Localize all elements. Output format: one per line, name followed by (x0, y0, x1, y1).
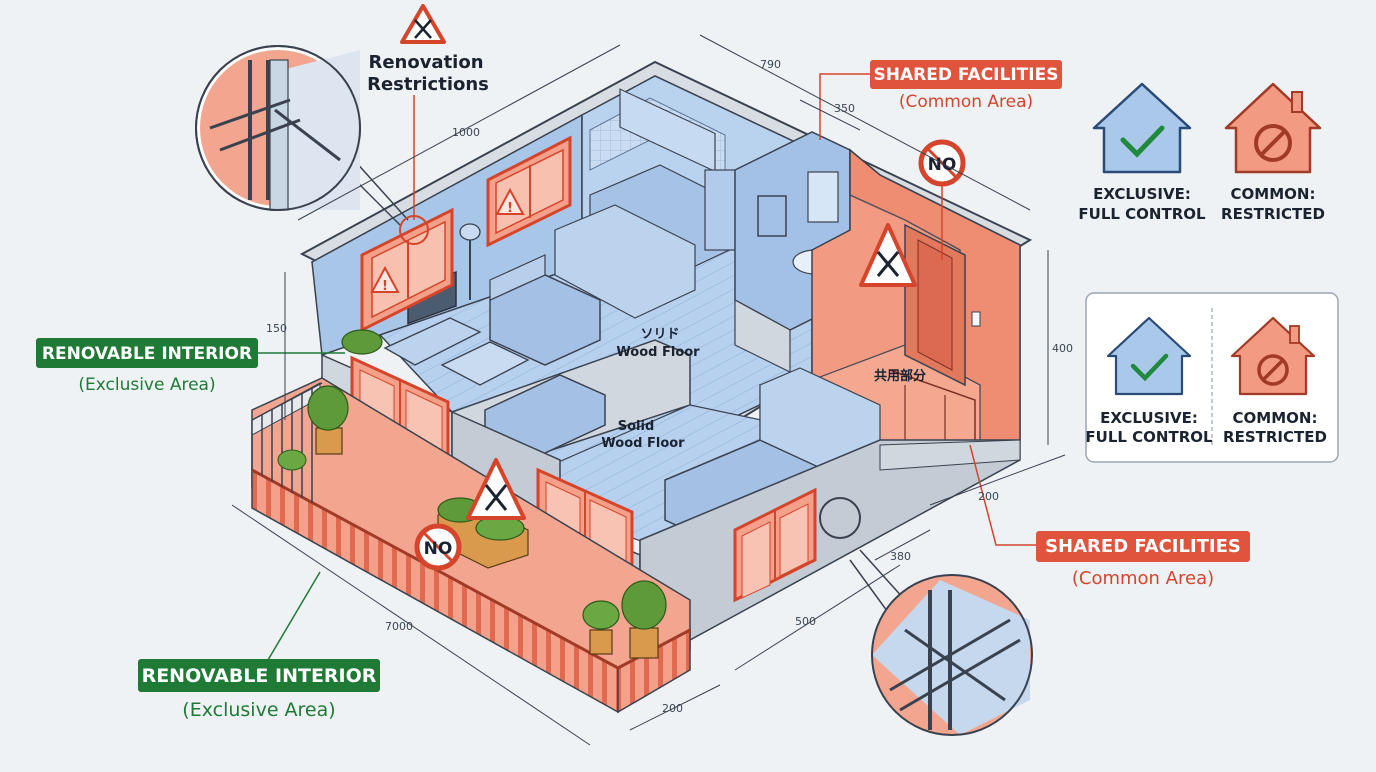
legend-box: EXCLUSIVE: FULL CONTROL COMMON: RESTRICT… (1085, 292, 1339, 463)
entry-door-panel (917, 239, 953, 371)
floor-label-top: Wood Floor (616, 345, 700, 360)
tool-warning-sign-common (859, 223, 917, 287)
fridge (704, 169, 741, 251)
dimension-lines (231, 34, 1066, 746)
sofa-back (489, 254, 546, 301)
renovable-interior-bottom-tag: RENOVABLE INTERIOR (138, 659, 380, 692)
legend-top-exclusive-1: EXCLUSIVE: (1093, 185, 1191, 203)
legend-box-common-icon (1230, 316, 1316, 396)
floor-label-jp: ソリド (640, 327, 679, 342)
floor-label-bottom-2: Wood Floor (601, 436, 685, 451)
legend-box-exclusive-1: EXCLUSIVE: (1100, 409, 1198, 427)
tool-warning-sign-balcony (466, 458, 526, 520)
rebar-detail-top-left (195, 45, 429, 245)
dim-790: 790 (760, 58, 781, 71)
svg-text:NO: NO (424, 539, 453, 559)
dim-350: 350 (834, 102, 855, 115)
leader-shared-top (819, 73, 870, 140)
svg-text:RENOVABLE INTERIOR: RENOVABLE INTERIOR (142, 665, 377, 687)
warning-sign-window-2 (495, 187, 525, 215)
legend-top-common-2: RESTRICTED (1221, 205, 1325, 223)
potted-plant-balcony (582, 600, 620, 655)
renovable-interior-bottom-sub: (Exclusive Area) (182, 699, 335, 721)
leader-shared-bottom (969, 444, 1036, 546)
renovation-restrictions-title-2: Restrictions (367, 74, 489, 95)
shared-facilities-top-sub: (Common Area) (899, 92, 1033, 112)
dim-400: 400 (1052, 342, 1073, 355)
potted-plant-left (307, 385, 349, 455)
leader-renovable-bottom (267, 571, 321, 661)
warning-sign-window-1 (370, 265, 400, 293)
dim-380: 380 (890, 550, 911, 563)
potted-plant-front (621, 580, 667, 659)
towel-rack (757, 195, 787, 237)
floor-label-bottom-1: Solid (618, 419, 655, 434)
kitchen-island (554, 204, 696, 319)
bedroom-window (733, 487, 817, 603)
common-area-label-jp: 共用部分 (874, 368, 926, 384)
window-back-left (360, 207, 454, 333)
svg-text:!: ! (382, 279, 388, 294)
tool-warning-sign-header (400, 4, 446, 44)
shared-facilities-bottom-tag: SHARED FACILITIES (1036, 531, 1250, 562)
front-wall-common (879, 439, 1021, 471)
shared-facilities-top-tag: SHARED FACILITIES (870, 60, 1062, 89)
light-switch (971, 311, 981, 327)
svg-text:!: ! (507, 201, 513, 216)
renovation-restrictions-title-1: Renovation (368, 52, 483, 73)
dim-500: 500 (795, 615, 816, 628)
svg-text:SHARED FACILITIES: SHARED FACILITIES (1045, 536, 1241, 557)
apartment-model: ! ! (251, 60, 1033, 714)
bathroom-mirror (807, 171, 839, 223)
legend-box-common-1: COMMON: (1233, 409, 1318, 427)
exclusive-house-check-icon (1092, 82, 1192, 174)
small-plant-rail (277, 449, 307, 471)
svg-text:RENOVABLE INTERIOR: RENOVABLE INTERIOR (42, 344, 252, 364)
dim-200-right: 200 (978, 490, 999, 503)
kitchen-upper-cabinets (619, 88, 716, 173)
renovable-interior-left-tag: RENOVABLE INTERIOR (36, 338, 258, 368)
legend-box-exclusive-icon (1106, 316, 1192, 396)
legend-box-common-2: RESTRICTED (1223, 428, 1327, 446)
legend-top-common-1: COMMON: (1231, 185, 1316, 203)
shared-facilities-bottom-sub: (Common Area) (1072, 568, 1214, 589)
common-house-prohibited-icon (1224, 82, 1322, 174)
dim-150: 150 (266, 322, 287, 335)
tv-stand (383, 317, 482, 366)
legend-box-exclusive-2: FULL CONTROL (1085, 428, 1213, 446)
dim-200-bottom: 200 (662, 702, 683, 715)
rebar-detail-bottom-right (819, 497, 1033, 736)
dim-1000: 1000 (452, 126, 480, 139)
dim-7000: 7000 (385, 620, 413, 633)
no-sign-bottom: NO (414, 523, 462, 571)
balcony-rail-top (251, 468, 691, 670)
renovable-interior-left-sub: (Exclusive Area) (78, 375, 215, 395)
coffee-table (440, 341, 530, 386)
potted-plant-corner (341, 329, 383, 355)
common-railing (889, 369, 976, 455)
svg-text:SHARED FACILITIES: SHARED FACILITIES (874, 65, 1059, 85)
legend-top: EXCLUSIVE: FULL CONTROL COMMON: RESTRICT… (1078, 82, 1325, 223)
legend-top-exclusive-2: FULL CONTROL (1078, 205, 1206, 223)
balcony-side-rail (251, 382, 323, 503)
